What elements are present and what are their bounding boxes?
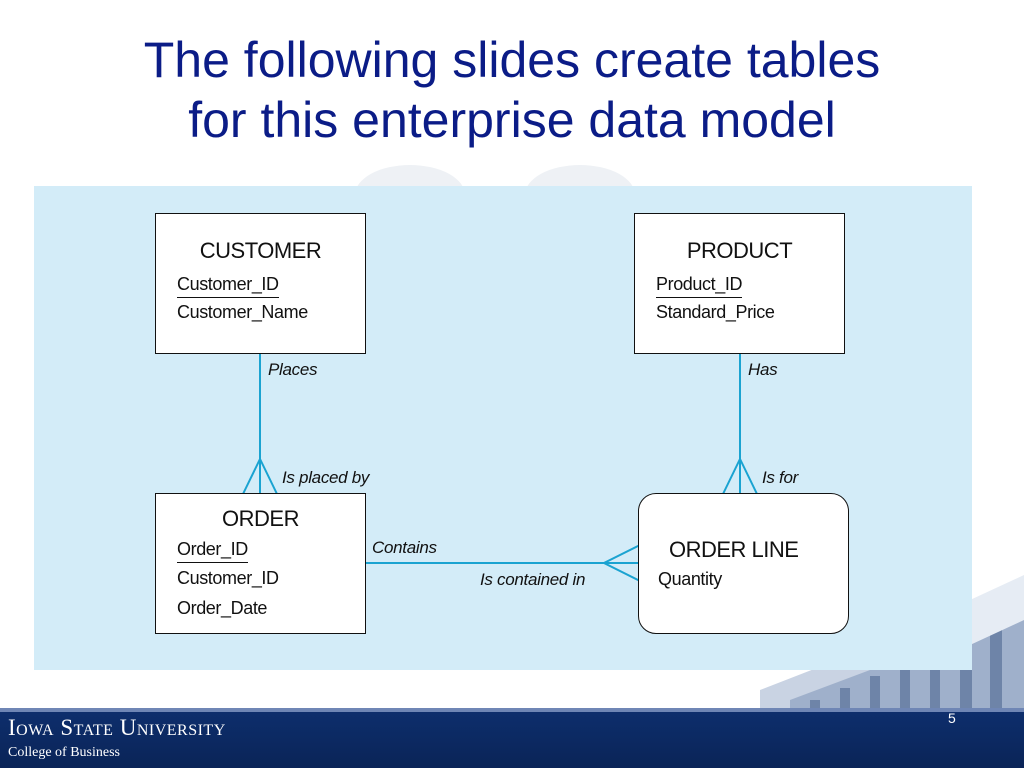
rel-label-is-for: Is for xyxy=(762,468,798,487)
attribute: Quantity xyxy=(658,569,722,589)
attribute: Customer_Name xyxy=(177,302,308,322)
attribute: Order_Date xyxy=(177,598,268,618)
title-line-2: for this enterprise data model xyxy=(188,92,836,148)
attribute-pk: Customer_ID xyxy=(177,274,279,294)
entity-order[interactable]: ORDER Order_ID Customer_ID Order_Date xyxy=(155,493,366,634)
attribute: Customer_ID xyxy=(177,568,279,588)
entity-name: PRODUCT xyxy=(686,238,793,263)
product-order-line-crowsfoot xyxy=(722,456,758,495)
entity-product[interactable]: PRODUCT Product_ID Standard_Price xyxy=(634,213,845,354)
rel-label-is-contained-in: Is contained in xyxy=(480,570,586,589)
footer-band xyxy=(0,708,1024,768)
primary-key-divider xyxy=(177,562,248,563)
entity-customer[interactable]: CUSTOMER Customer_ID Customer_Name xyxy=(155,213,366,354)
primary-key-divider xyxy=(656,297,742,298)
primary-key-divider xyxy=(177,297,279,298)
slide-title: The following slides create tables for t… xyxy=(40,30,984,150)
attribute-pk: Order_ID xyxy=(177,539,248,559)
title-line-1: The following slides create tables xyxy=(143,32,881,88)
entity-name: ORDER LINE xyxy=(669,537,799,562)
university-name: Iowa State University xyxy=(8,715,226,740)
order-order-line-crowsfoot xyxy=(601,544,641,582)
college-name: College of Business xyxy=(8,745,120,760)
attribute-pk: Product_ID xyxy=(656,274,743,294)
entity-name: CUSTOMER xyxy=(199,238,322,263)
rel-label-contains: Contains xyxy=(372,538,437,557)
customer-order-crowsfoot xyxy=(242,456,278,495)
rel-label-places: Places xyxy=(268,360,318,379)
rel-label-has: Has xyxy=(748,360,778,379)
entity-name: ORDER xyxy=(222,506,299,531)
entity-order-line[interactable]: ORDER LINE Quantity xyxy=(638,493,849,634)
rel-label-is-placed-by: Is placed by xyxy=(282,468,370,487)
attribute: Standard_Price xyxy=(656,302,775,322)
page-number: 5 xyxy=(948,710,956,726)
